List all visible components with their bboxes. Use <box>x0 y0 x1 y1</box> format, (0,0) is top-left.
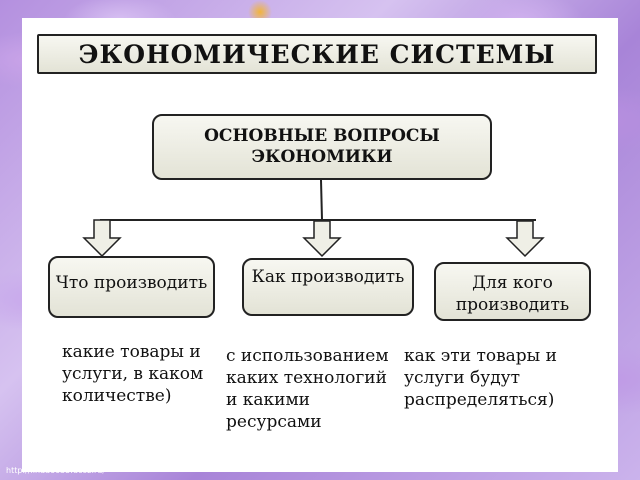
down-arrow-icon-middle <box>302 220 342 258</box>
down-arrow-icon-left <box>82 219 122 258</box>
question-box-what: Что производить <box>48 256 215 318</box>
question-label-how: Как производить <box>251 267 405 287</box>
slide-title-text: ЭКОНОМИЧЕСКИЕ СИСТЕМЫ <box>78 39 556 69</box>
answer-how: с использованием каких технологий и каки… <box>226 346 389 432</box>
main-question-text: ОСНОВНЫЕ ВОПРОСЫ ЭКОНОМИКИ <box>204 126 440 167</box>
slide-title: ЭКОНОМИЧЕСКИЕ СИСТЕМЫ <box>37 34 597 74</box>
main-question-box: ОСНОВНЫЕ ВОПРОСЫ ЭКОНОМИКИ <box>152 114 492 180</box>
question-label-for-whom: Для кого производить <box>455 273 570 315</box>
answer-for-whom: как эти товары и услуги будут распределя… <box>404 346 557 410</box>
question-label-what: Что производить <box>55 273 208 293</box>
question-box-for-whom: Для кого производить <box>434 262 591 321</box>
source-watermark: http://linda6035.ucoz.ru/ <box>6 466 106 475</box>
question-box-how: Как производить <box>242 258 414 316</box>
answer-what: какие товары и услуги, в каком количеств… <box>62 342 204 406</box>
vertical-stem <box>320 179 323 221</box>
down-arrow-icon-right <box>505 220 545 258</box>
